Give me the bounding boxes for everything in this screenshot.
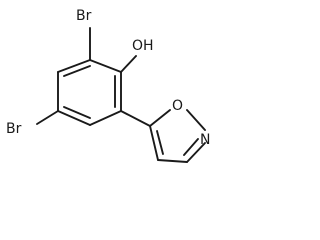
bond-c4-c5-inner [63,106,91,119]
bond-c5i-o [149,109,171,127]
atom-oh: OH [132,38,154,54]
atom-br-left: Br [6,121,22,137]
bond-c4-c5 [57,110,91,126]
bond-c1-c2 [89,59,122,73]
bond-n-c3i [186,142,206,163]
bond-c3-c4 [89,110,122,126]
atom-br-top: Br [76,8,92,24]
bond-c3i-c4i [157,159,188,163]
bond-c4i-c5i [149,125,159,161]
bond-o-n [186,109,206,131]
molecule-svg: Br OH Br O N [6,8,210,163]
bond-c5-br [36,110,59,125]
bond-c6-c1-inner [63,65,91,77]
atom-o-ring: O [172,98,183,114]
bond-c2-oh [120,55,137,73]
bond-c6-c1 [57,59,91,73]
atom-n-ring: N [200,132,210,148]
bond-c4i-c5i-inner [156,130,164,155]
bond-n-c3i-inner [183,138,199,156]
structure-diagram: Br OH Br O N [6,8,211,163]
bond-c3-isoxazole [120,110,151,127]
